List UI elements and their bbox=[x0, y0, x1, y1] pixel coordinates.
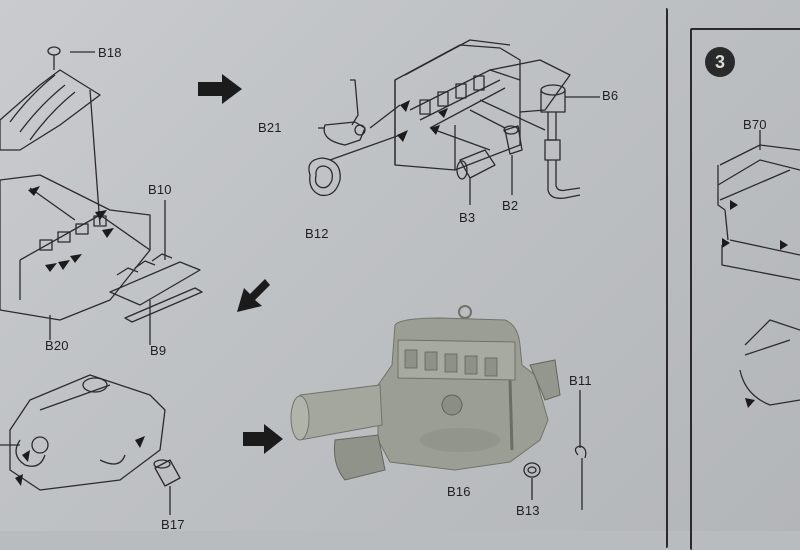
part-label-b20: B20 bbox=[45, 338, 69, 353]
b17-part-drawing bbox=[153, 459, 181, 515]
part-label-b10: B10 bbox=[148, 182, 172, 197]
part-label-b12: B12 bbox=[305, 226, 329, 241]
part-label-b18: B18 bbox=[98, 45, 122, 60]
part-label-b17: B17 bbox=[161, 517, 185, 532]
step3-frame-drawing bbox=[717, 130, 800, 406]
step3-panel-border bbox=[690, 28, 800, 550]
b2-part-drawing bbox=[469, 109, 523, 195]
direction-arrows bbox=[198, 74, 283, 454]
part-label-b2: B2 bbox=[502, 198, 519, 213]
part-label-b70: B70 bbox=[743, 117, 767, 132]
bottom-left-engine-drawing bbox=[0, 374, 166, 491]
part-label-b21: B21 bbox=[258, 120, 282, 135]
left-engine-block-drawing bbox=[0, 89, 151, 321]
part-label-b6: B6 bbox=[602, 88, 619, 103]
assembly-diagram bbox=[0, 39, 800, 515]
main-panel-border bbox=[0, 8, 668, 548]
part-label-b16: B16 bbox=[447, 484, 471, 499]
b12-part-drawing bbox=[308, 134, 401, 197]
b3-part-drawing bbox=[434, 129, 496, 205]
top-engine-drawing bbox=[394, 39, 571, 171]
valve-cover-drawing bbox=[0, 46, 101, 151]
part-label-b3: B3 bbox=[459, 210, 476, 225]
b13-part-drawing bbox=[523, 462, 541, 500]
arrow-right-bottom bbox=[243, 424, 283, 454]
part-label-b9: B9 bbox=[150, 343, 167, 358]
part-label-b11: B11 bbox=[569, 373, 592, 388]
arrow-right-top bbox=[198, 74, 242, 104]
step-number-badge: 3 bbox=[705, 47, 735, 77]
part-label-b13: B13 bbox=[516, 503, 540, 518]
pushrod-cover-drawing bbox=[49, 200, 203, 345]
arrow-down-left bbox=[237, 279, 270, 312]
model-engine-photo bbox=[290, 305, 561, 481]
b11-part-drawing bbox=[574, 390, 587, 510]
b21-part-drawing bbox=[318, 79, 401, 146]
b6-part-drawing bbox=[479, 84, 600, 199]
insert-markers bbox=[15, 100, 788, 486]
